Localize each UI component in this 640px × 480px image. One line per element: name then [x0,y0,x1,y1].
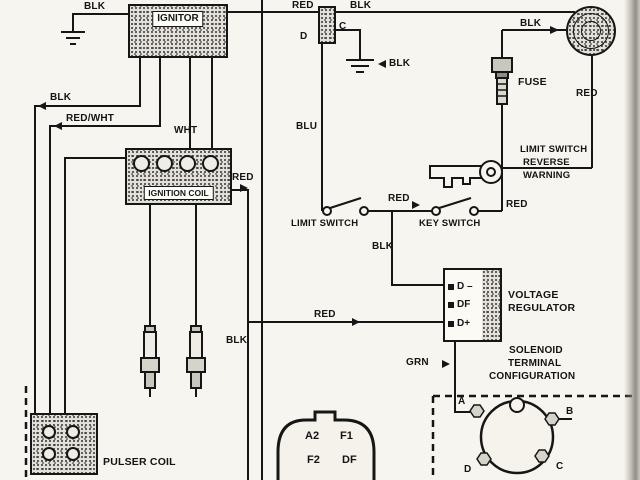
regulator-terminal-df: DF [457,299,471,310]
solenoid-title-line3: CONFIGURATION [489,371,576,382]
motor-terminal-df: DF [342,454,357,466]
top-connector-terminal-d: D [300,31,308,42]
terminal-pin-icon [448,301,454,308]
motor-terminal-f2: F2 [307,454,320,466]
motor-terminal-a2: A2 [305,430,320,442]
wire-label-red-to-regulator: RED [314,309,336,320]
wire-label-red-switch-row: RED [388,193,410,204]
motor-outline [276,410,376,480]
pulser-loop-icon [66,447,80,461]
wire-label-blk-center-ground: BLK [389,58,411,69]
wire-arrows [38,26,559,368]
scan-edge-artifact [624,0,640,480]
solenoid-terminal-a: A [458,396,466,407]
wire-label-red-coil-out: RED [232,172,254,183]
ignition-coil-box: IGNITION COIL [125,148,232,205]
solenoid-title-line1: SOLENOID [509,345,563,356]
coil-tower-icon [133,155,150,172]
wire-label-grn-drop: GRN [406,357,429,368]
motor-terminal-f1: F1 [340,430,353,442]
terminal-pin-icon [448,283,454,290]
regulator-terminal-row: D – [448,281,473,292]
solenoid-terminal-d: D [464,464,472,475]
wire-label-red-right-drop: RED [576,88,598,99]
coil-tower-icon [156,155,173,172]
coil-tower-icon [202,155,219,172]
wire-label-blk-center-drop: BLK [226,335,248,346]
coil-tower-icon [179,155,196,172]
solenoid-drawing [469,397,572,475]
fuse-icon [491,57,513,105]
limit-switch-label: LIMIT SWITCH [291,218,359,229]
ground-symbol-left [61,31,85,45]
pulser-coil-box [30,413,98,475]
wire-label-blu-drop: BLU [296,121,318,132]
pulser-loop-icon [42,447,56,461]
ignition-coil-label: IGNITION COIL [143,185,214,200]
pulser-loop-icon [66,425,80,439]
voltage-regulator-name-line1: VOLTAGE [508,289,559,301]
voltage-regulator-texture [482,270,500,340]
wire-label-blk-to-regulator: BLK [372,241,394,252]
reverse-warning-line1: LIMIT SWITCH [520,144,588,155]
dashed-boundaries [24,386,640,480]
ignitor-label: IGNITOR [152,11,204,27]
wire-label-blk-connector-out: BLK [350,0,372,11]
solenoid-title-line2: TERMINAL [508,358,562,369]
wire-label-wht-coil-feed: WHT [174,125,198,136]
key-icon [429,160,503,188]
wire-label-red-key-to-fuse: RED [506,199,528,210]
ground-symbol-center [346,59,374,73]
key-switch-label: KEY SWITCH [419,218,481,229]
voltage-regulator-box: D – DF D+ [443,268,502,342]
wire-label-blk-horn: BLK [520,18,542,29]
voltage-regulator-name-line2: REGULATOR [508,302,576,314]
regulator-terminal-row: D+ [448,318,470,329]
spark-plug-left-icon [140,325,160,397]
limit-switch-symbol [322,197,369,216]
pulser-loop-icon [42,425,56,439]
reverse-warning-line2: REVERSE [523,157,570,168]
wire-label-red-ignitor-out: RED [292,0,314,11]
top-connector-box [318,6,336,44]
horn-ring-outer [573,13,609,49]
wire-label-blk-ignitor-ground: BLK [84,1,106,12]
reverse-warning-line3: WARNING [523,170,571,181]
regulator-terminal-row: DF [448,299,470,310]
top-connector-terminal-c: C [339,21,347,32]
horn-ring-inner [581,21,601,41]
ignitor-box: IGNITOR [128,4,228,58]
regulator-terminal-dplus: D+ [457,318,471,329]
wire-label-blk-left-drop: BLK [50,92,72,103]
fuse-label: FUSE [518,76,547,88]
terminal-pin-icon [448,320,454,327]
key-switch-symbol [431,197,479,216]
wire-network [34,0,593,480]
solenoid-terminal-c: C [556,461,564,472]
horn-icon [566,6,616,56]
spark-plug-right-icon [186,325,206,397]
wire-label-red-wht-left-drop: RED/WHT [66,113,115,124]
regulator-terminal-dminus: D – [457,281,473,292]
pulser-coil-label: PULSER COIL [103,456,176,468]
solenoid-terminal-b: B [566,406,574,417]
